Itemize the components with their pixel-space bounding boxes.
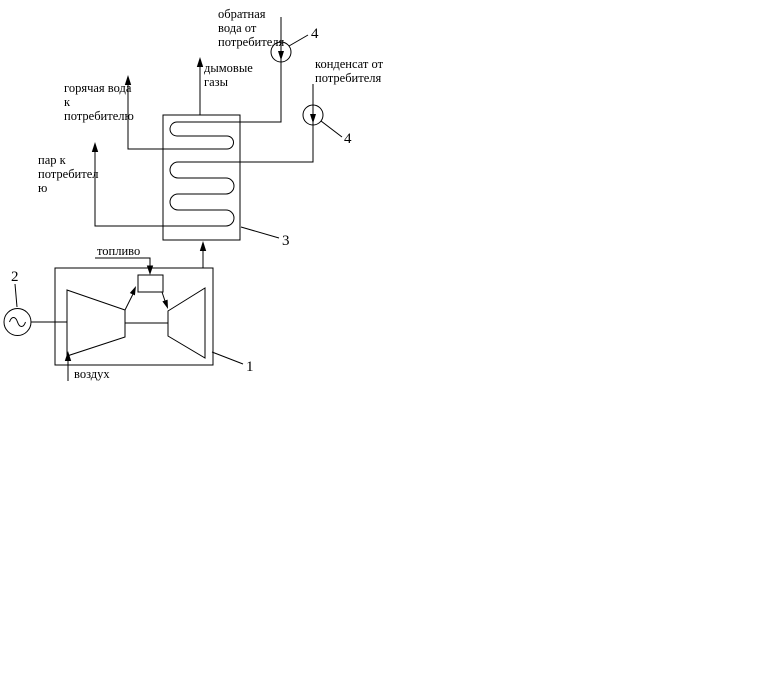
callout-generator: 2 xyxy=(11,269,19,285)
fuel-pipe xyxy=(95,257,154,275)
label-hot-water: к xyxy=(64,95,71,109)
callout-leader-turbine xyxy=(211,351,244,365)
label-air: воздух xyxy=(74,367,110,381)
pump-icon xyxy=(302,104,324,126)
flue-gas-pipe xyxy=(196,57,204,115)
callout-pump-top: 4 xyxy=(311,26,319,42)
callout-leader-pump-right xyxy=(320,120,343,138)
labels: обратная вода от потребителя дымовые газ… xyxy=(38,7,384,381)
sine-wave-icon xyxy=(9,317,26,327)
condensate-line xyxy=(240,84,314,163)
turbine xyxy=(167,287,206,359)
label-condensate: потребителя xyxy=(315,71,381,85)
label-hot-water: горячая вода xyxy=(64,81,132,95)
arrow-icon xyxy=(162,299,168,309)
air-inlet-pipe xyxy=(64,351,72,381)
arrow-down-icon xyxy=(146,265,154,275)
arrow-up-icon xyxy=(91,142,99,152)
arrow-up-icon xyxy=(124,75,132,85)
label-return-water: потребителя xyxy=(218,35,284,49)
boiler-outline xyxy=(162,114,241,241)
condensate-pipe xyxy=(240,84,343,163)
pump-icon xyxy=(270,41,292,63)
callout-leader-generator xyxy=(14,283,18,308)
label-return-water: вода от xyxy=(218,21,257,35)
label-fuel: топливо xyxy=(97,244,140,258)
callout-numbers: 1 2 3 4 4 xyxy=(11,26,352,375)
label-flue-gases: дымовые xyxy=(204,61,253,75)
compressor xyxy=(66,289,126,357)
arrow-down-icon xyxy=(278,51,284,61)
hot-water-line xyxy=(127,85,163,150)
fuel-line xyxy=(95,257,151,266)
arrow-icon xyxy=(129,286,136,296)
exhaust-pipe xyxy=(199,241,207,268)
arrow-up-icon xyxy=(64,351,72,361)
callout-boiler: 3 xyxy=(282,233,290,249)
chamber-to-turbine-line xyxy=(161,291,166,302)
label-steam: пар к xyxy=(38,153,67,167)
label-hot-water: потребителю xyxy=(64,109,134,123)
callout-leader-boiler xyxy=(240,226,280,239)
generator-icon xyxy=(3,308,32,336)
steam-line xyxy=(94,152,163,227)
arrow-up-icon xyxy=(196,57,204,67)
steam-pipe xyxy=(91,142,163,227)
label-steam: потребител xyxy=(38,167,99,181)
label-steam: ю xyxy=(38,181,47,195)
combustion-chamber xyxy=(137,274,164,293)
boiler-coil-upper xyxy=(163,121,240,150)
gas-turbine-unit xyxy=(31,267,244,366)
callout-gas-turbine: 1 xyxy=(246,359,254,375)
waste-heat-boiler xyxy=(162,114,241,241)
label-condensate: конденсат от xyxy=(315,57,384,71)
callout-pump-right: 4 xyxy=(344,131,352,147)
hot-water-pipe xyxy=(124,75,163,150)
compressor-to-chamber-line xyxy=(124,293,134,311)
label-return-water: обратная xyxy=(218,7,266,21)
gas-turbine-enclosure xyxy=(54,267,214,366)
arrow-down-icon xyxy=(310,114,316,124)
label-flue-gases: газы xyxy=(204,75,229,89)
arrow-up-icon xyxy=(199,241,207,251)
callout-leader-pump-top xyxy=(288,34,309,47)
generator xyxy=(3,283,32,336)
boiler-coil-lower xyxy=(163,161,240,227)
return-water-pipe xyxy=(240,17,309,123)
